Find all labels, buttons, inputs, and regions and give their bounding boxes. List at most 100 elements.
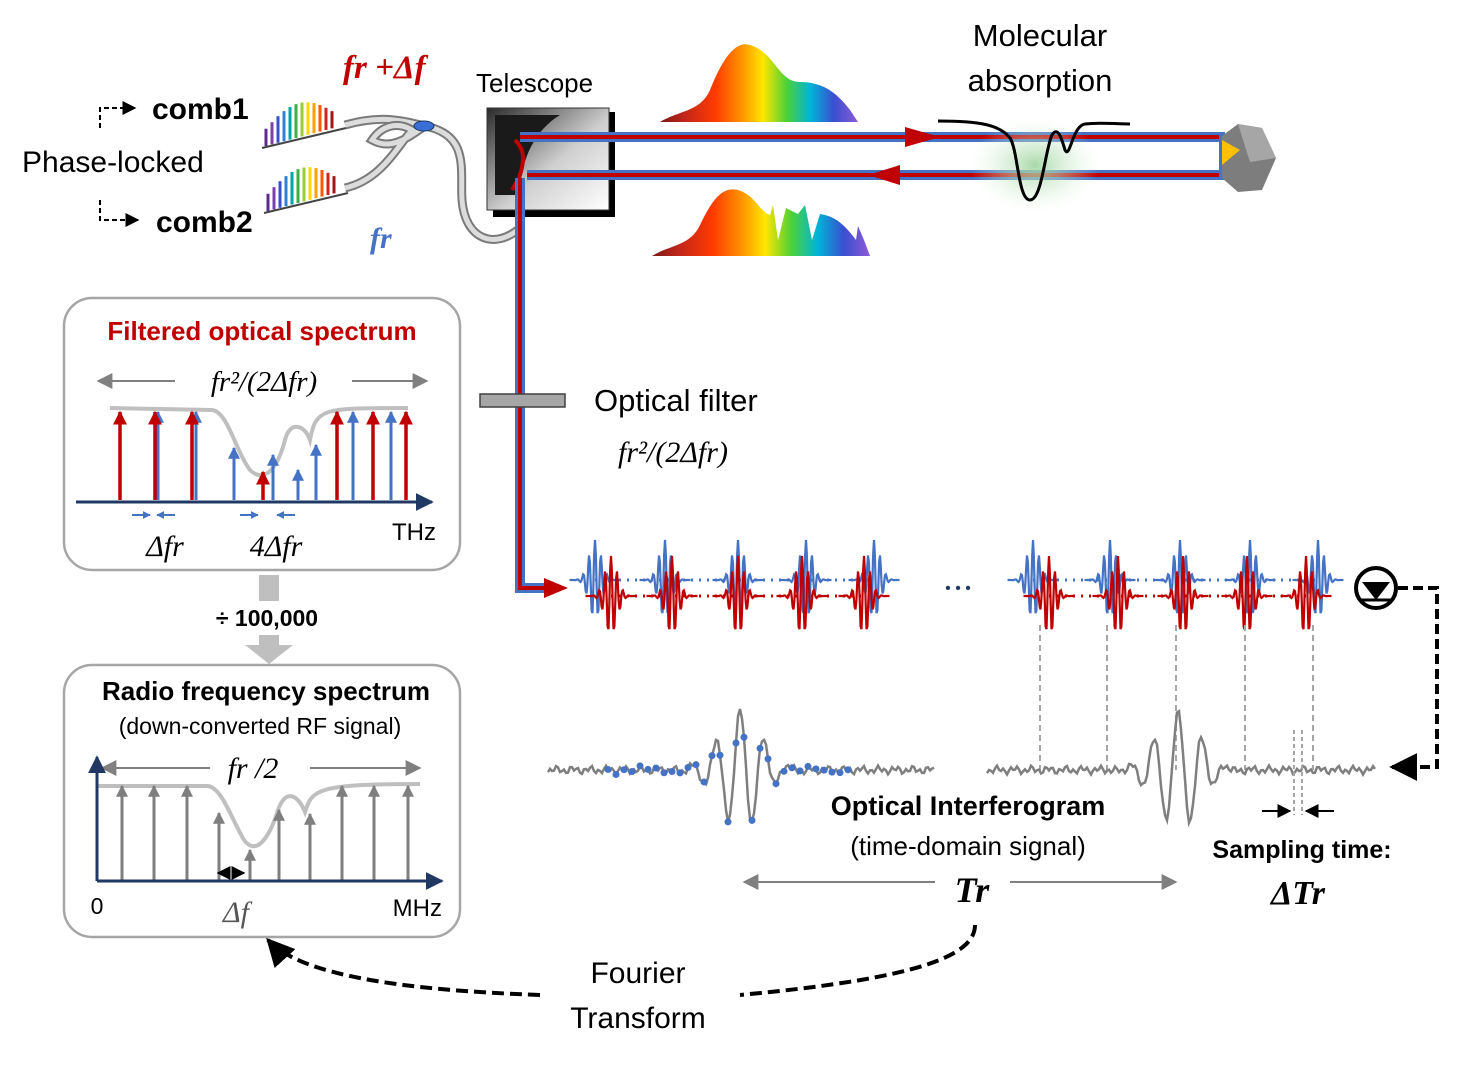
interferogram-subtitle: (time-domain signal) xyxy=(850,831,1086,861)
pulse-waveform xyxy=(1280,555,1332,630)
rf-delta-label: Δf xyxy=(222,896,253,929)
rf-panel-title: Radio frequency spectrum xyxy=(102,676,430,706)
comb-baseline xyxy=(263,192,349,214)
sample-dot xyxy=(628,768,636,776)
comb1-rep-rate-label: fr +Δf xyxy=(343,50,429,86)
beam-arrow-return xyxy=(868,165,900,185)
sample-dot xyxy=(668,768,676,776)
sample-dot xyxy=(764,755,772,763)
pulse-waveform xyxy=(1023,555,1075,630)
fourier-arrow-right-segment xyxy=(739,924,977,997)
sample-dot xyxy=(780,767,788,775)
sample-dot xyxy=(756,744,764,752)
sample-dot xyxy=(636,762,644,770)
comb-sources: comb1 comb2 Phase-locked fr +Δf fr xyxy=(22,50,429,255)
photodetector-icon xyxy=(1354,566,1398,610)
sample-dot xyxy=(820,766,828,774)
pulse-waveform xyxy=(780,539,832,614)
interferogram: Optical Interferogram (time-domain signa… xyxy=(546,625,1392,912)
telescope-label: Telescope xyxy=(476,68,593,98)
pulse-waveform xyxy=(1092,555,1144,630)
interferogram-title: Optical Interferogram xyxy=(831,791,1106,821)
optical-span-formula: fr²/(2Δfr) xyxy=(211,366,317,398)
absorption-glow xyxy=(970,117,1100,213)
comb2-label: comb2 xyxy=(156,206,253,239)
comb1-label: comb1 xyxy=(152,93,249,126)
sampling-guide-lines xyxy=(1039,625,1314,770)
sample-dot xyxy=(612,770,620,778)
sample-dot xyxy=(652,764,660,772)
beam-path xyxy=(510,124,1276,598)
rf-comb-lines xyxy=(116,784,414,880)
rf-panel-subtitle: (down-converted RF signal) xyxy=(119,713,402,739)
rf-panel-frame xyxy=(62,663,462,939)
fourier-arrow-left-segment xyxy=(266,937,541,997)
optical-comb-lines xyxy=(113,410,413,500)
rf-spectrum-panel: Radio frequency spectrum (down-converted… xyxy=(62,663,462,939)
sample-dot xyxy=(716,751,724,759)
beam-arrow-out xyxy=(905,127,940,147)
pulse-waveform xyxy=(1157,555,1209,630)
absorption-line-curve xyxy=(937,119,1131,202)
sample-dot xyxy=(812,765,820,773)
sample-dot xyxy=(676,769,684,777)
sample-dot xyxy=(620,766,628,774)
sample-dot xyxy=(708,752,716,760)
sample-dot xyxy=(644,765,652,773)
fiber-coupler-icon xyxy=(413,120,435,132)
period-label: Tr xyxy=(955,870,991,910)
rf-span-formula: fr /2 xyxy=(228,752,279,785)
transform-label: Transform xyxy=(570,1002,706,1035)
sample-dot xyxy=(828,768,836,776)
optical-panel-title: Filtered optical spectrum xyxy=(107,316,416,346)
pulse-waveform xyxy=(1221,555,1273,630)
phase-lock-arrow-up xyxy=(99,101,137,128)
sample-dot xyxy=(724,818,732,826)
comb2-spectrum-icon xyxy=(263,167,349,214)
sample-dot xyxy=(844,766,852,774)
sample-dot xyxy=(732,739,740,747)
sample-dot xyxy=(796,767,804,775)
pulse-waveform xyxy=(838,555,890,630)
sample-dot xyxy=(836,769,844,777)
optical-delta-label: Δfr xyxy=(145,530,184,563)
beam-arrow-detector xyxy=(544,578,568,598)
spectra-icons: Molecular absorption xyxy=(652,18,1131,256)
sample-dot xyxy=(804,762,812,770)
sample-dot xyxy=(604,765,612,773)
pulse-waveform xyxy=(585,555,637,630)
fourier-label: Fourier xyxy=(590,957,685,990)
pulse-waveform xyxy=(776,555,828,630)
optical-filter-label: Optical filter xyxy=(594,383,758,418)
sample-dot xyxy=(700,778,708,786)
pulse-waveform xyxy=(1154,539,1206,614)
sample-dot xyxy=(772,780,780,788)
fiber-coupler xyxy=(343,114,523,244)
pulse-ellipsis: • • • xyxy=(945,580,971,597)
absorption-label: absorption xyxy=(968,63,1113,98)
phase-locked-label: Phase-locked xyxy=(22,146,204,179)
optical-filter-icon xyxy=(479,393,566,408)
pulse-waveform xyxy=(1084,539,1136,614)
pulse-trains: • • • xyxy=(569,539,1439,781)
interferogram-trace xyxy=(985,708,1377,828)
sample-dot xyxy=(788,764,796,772)
sample-dot xyxy=(660,769,668,777)
sampling-time-symbol: ΔTr xyxy=(1269,875,1326,912)
pulse-waveform xyxy=(639,539,691,614)
rf-axis-start: 0 xyxy=(91,893,104,919)
divider-label: ÷ 100,000 xyxy=(216,605,318,631)
optical-4delta-label: 4Δfr xyxy=(250,530,303,563)
spectrum-after-absorption xyxy=(652,189,870,256)
sample-dot xyxy=(692,761,700,769)
sample-dot xyxy=(740,733,748,741)
pulse-waveform xyxy=(646,555,698,630)
sample-dot xyxy=(748,816,756,824)
sample-dot xyxy=(684,764,692,772)
detector-to-signal-arrow xyxy=(1389,586,1439,781)
rf-axis-unit: MHz xyxy=(393,895,442,922)
molecular-label: Molecular xyxy=(973,18,1107,53)
fourier-transform: Fourier Transform xyxy=(266,924,977,1035)
comb-baseline xyxy=(261,127,347,149)
